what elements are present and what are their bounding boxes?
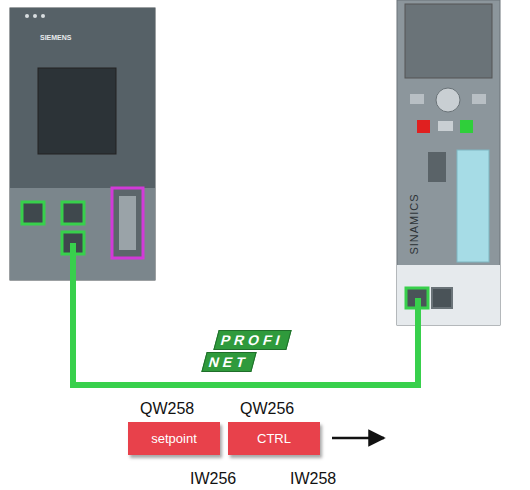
sinamics-drive: SINAMICS: [397, 0, 500, 325]
profinet-cable: [73, 280, 418, 385]
control-word-box: CTRL: [228, 422, 320, 455]
sinamics-drive: [397, 0, 500, 326]
node-text: SINAMICS: [408, 193, 420, 254]
profinet-logo: PROFI: [213, 330, 291, 350]
profinet-logo: NET: [201, 352, 256, 372]
signal-address: IW256: [190, 470, 236, 488]
direction-arrow: [332, 437, 384, 440]
plc-cpu: SIEMENS: [10, 8, 155, 280]
node-text: CTRL: [257, 431, 291, 446]
node-text: SIEMENS: [40, 34, 72, 41]
signal-address: QW256: [240, 400, 294, 418]
signal-address: IW258: [290, 470, 336, 488]
setpoint-box: setpoint: [128, 422, 220, 455]
plc-cpu: [10, 8, 155, 281]
node-text: setpoint: [151, 431, 197, 446]
signal-address: QW258: [140, 400, 194, 418]
